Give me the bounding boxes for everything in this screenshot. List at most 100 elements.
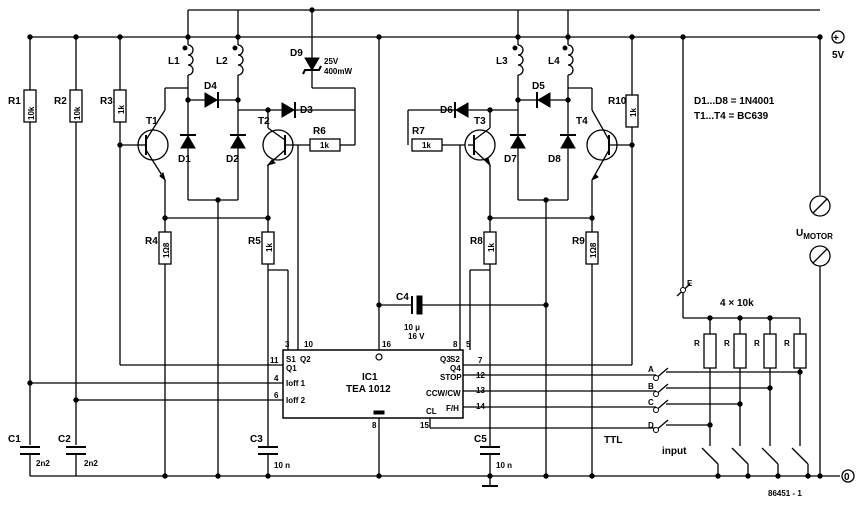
ground-label: 0 [844, 472, 850, 483]
c1-name: C1 [8, 434, 21, 445]
l3-coil [512, 34, 524, 100]
pullup-label: 4 × 10k [720, 298, 754, 309]
ic-pin-8-bottom: 8 [372, 421, 377, 430]
supply-rails [30, 9, 855, 483]
d1-d2-join [188, 197, 238, 479]
r7-value: 1k [422, 141, 431, 150]
ic-label-stop: STOP [440, 373, 462, 382]
ic1-name: IC1 [362, 372, 378, 383]
c4-voltage: 16 V [408, 332, 425, 341]
l4-coil [562, 34, 592, 89]
d8-name: D8 [548, 154, 561, 165]
motor-terminals [809, 195, 831, 267]
r3-value: 1k [117, 105, 126, 114]
ic-pin-3: 3 [285, 340, 290, 349]
input-jumpers [653, 283, 691, 433]
c3-name: C3 [250, 434, 263, 445]
ic-label-ioff1: Ioff 1 [286, 379, 306, 388]
figure-id: 86451 - 1 [768, 489, 802, 498]
pullup-r3-name: R [754, 339, 760, 348]
ic-label-cl: CL [426, 407, 437, 416]
c1-value: 2n2 [36, 459, 50, 468]
l4-name: L4 [548, 56, 560, 67]
input-wires [429, 369, 803, 429]
d2-name: D2 [226, 154, 239, 165]
r4-name: R4 [145, 236, 158, 247]
d9-name: D9 [290, 48, 303, 59]
d7-diode [510, 100, 526, 200]
r5-resistor [261, 218, 289, 350]
d4-diode [185, 88, 241, 108]
c5-name: C5 [474, 434, 487, 445]
pullup-network [680, 34, 807, 440]
r10-value: 1k [629, 108, 638, 117]
c5-value: 10 n [496, 461, 512, 470]
r9-value: 1Ω8 [589, 242, 598, 258]
c1-capacitor [20, 446, 40, 476]
c4-name: C4 [396, 292, 409, 303]
t1-transistor [137, 88, 169, 218]
d5-name: D5 [532, 81, 545, 92]
ic-pin-8-top: 8 [453, 340, 458, 349]
r2-value: 10k [73, 106, 82, 120]
ic-label-q3: Q3 [440, 355, 451, 364]
l1-coil [165, 34, 194, 89]
supply-plus-label: + [833, 33, 839, 44]
c3-capacitor [258, 270, 278, 479]
pullup-r1-name: R [694, 339, 700, 348]
r1-value: 10k [27, 106, 36, 120]
input-letter-e: E [687, 279, 693, 288]
ic-pin-15: 15 [420, 421, 429, 430]
d9-value: 25V [324, 57, 339, 66]
t2-name: T2 [258, 116, 270, 127]
t4-name: T4 [576, 116, 588, 127]
pullup-r4-name: R [784, 339, 790, 348]
note-diodes: D1...D8 = 1N4001 [694, 96, 775, 107]
ic-label-s2: S2 [450, 355, 460, 364]
r10-name: R10 [608, 96, 627, 107]
c5-capacitor [480, 270, 500, 487]
input-label: input [662, 446, 687, 457]
r2-resistor [69, 34, 83, 445]
r6-value: 1k [320, 141, 329, 150]
supply-voltage-label: 5V [832, 50, 845, 61]
r9-resistor [585, 218, 599, 479]
c2-name: C2 [58, 434, 71, 445]
ic-pin-5: 5 [466, 340, 471, 349]
ic-pin-10: 10 [304, 340, 313, 349]
d9-zener [302, 7, 356, 110]
ic-pin-11: 11 [270, 356, 279, 365]
d4-name: D4 [204, 81, 217, 92]
ic-pin-6: 6 [274, 391, 279, 400]
ic-label-ccwcw: CCW/CW [426, 389, 461, 398]
d1-diode [180, 100, 196, 200]
r4-resistor [158, 215, 271, 479]
r7-name: R7 [412, 126, 425, 137]
d8-diode [560, 100, 576, 200]
r5-value: 1k [265, 243, 274, 252]
input-letter-a: A [648, 365, 654, 374]
ttl-label: TTL [604, 435, 622, 446]
ic-label-s1: S1 [286, 355, 296, 364]
r6-resistor [309, 110, 356, 152]
ic1-part: TEA 1012 [346, 384, 391, 395]
t2-transistor [262, 127, 310, 218]
l3-name: L3 [496, 56, 508, 67]
input-switches [701, 440, 811, 479]
ic-label-q1: Q1 [286, 364, 297, 373]
d9-power: 400mW [324, 67, 352, 76]
r2-name: R2 [54, 96, 67, 107]
r8-resistor [469, 215, 595, 350]
d1-name: D1 [178, 154, 191, 165]
r6-name: R6 [313, 126, 326, 137]
input-letter-d: D [648, 421, 654, 430]
r8-name: R8 [470, 236, 483, 247]
c4-value: 10 μ [404, 323, 420, 332]
d3-diode [238, 102, 355, 128]
ic-label-q2: Q2 [300, 355, 311, 364]
d5-diode [515, 88, 571, 108]
l1-name: L1 [168, 56, 180, 67]
r7-resistor [411, 138, 468, 152]
r1-resistor [23, 34, 37, 445]
